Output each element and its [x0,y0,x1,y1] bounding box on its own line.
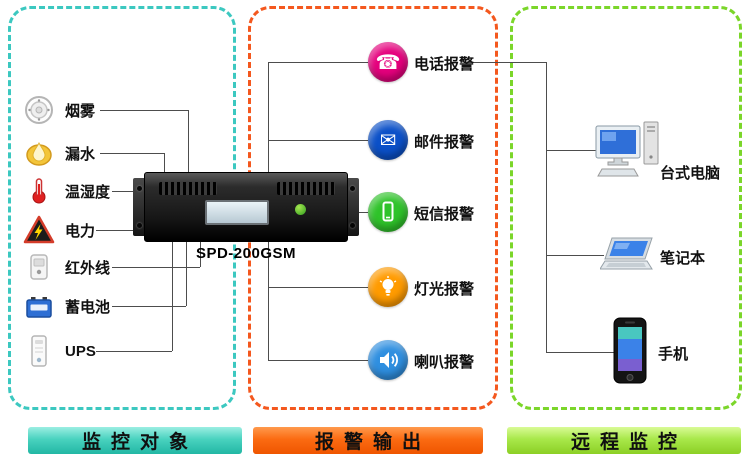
connector-line [467,62,546,63]
alarm-label: 短信报警 [414,206,475,223]
battery-icon [22,289,56,323]
connector-line [164,153,165,177]
screw-hole [350,186,355,191]
vent-grille [277,182,335,195]
desktop-computer-icon [594,120,660,183]
connector-line [172,239,173,351]
screw-hole [137,186,142,191]
sensor-item-power: 电力 [22,213,95,247]
sensor-item-temp-humidity: 温湿度 [22,174,110,208]
rack-ear-left [133,178,146,236]
light-alarm-icon [368,267,408,307]
thermometer-icon [22,174,56,208]
sms-icon [382,201,394,222]
alarm-label: 灯光报警 [414,281,475,298]
sensor-item-water: 漏水 [22,136,95,170]
alarm-label: 喇叭报警 [414,354,475,371]
sensor-label: 红外线 [65,259,111,277]
connector-line [546,352,614,353]
connector-line [268,360,368,361]
sensor-label: 烟雾 [65,102,96,120]
connector-line [100,153,164,154]
connector-line [188,110,189,177]
connector-line [112,191,150,192]
alarm-label: 电话报警 [414,56,475,73]
sensor-label: 漏水 [65,145,96,163]
ups-icon [22,334,56,368]
connector-line [112,267,200,268]
vent-grille [159,182,217,195]
sensor-item-infrared: 红外线 [22,250,110,284]
section-bar-alarm: 报警输出 [253,427,483,454]
email-icon: ✉ [379,128,397,152]
water-leak-icon [22,136,56,170]
laptop-icon [599,236,658,279]
rack-ear-right [346,178,359,236]
sensor-label: 蓄电池 [65,298,111,316]
remote-section-box [510,6,742,410]
connector-line [268,62,368,63]
device-model-label: SPD-200GSM [195,245,297,262]
device-chassis [144,172,348,242]
email-alarm-icon: ✉ [368,120,408,160]
mobile-phone-icon [612,317,648,390]
connector-line [268,140,368,141]
sensor-label: 电力 [65,222,96,240]
screw-hole [137,223,142,228]
connector-line [100,110,188,111]
connector-line [546,255,604,256]
sms-alarm-icon [368,192,408,232]
remote-label: 笔记本 [660,250,706,267]
connector-line [186,239,187,306]
connector-line [268,287,368,288]
sensor-item-battery: 蓄电池 [22,289,110,323]
spd-rack-device [133,172,359,242]
light-bulb-icon [379,276,397,296]
power-warning-icon [22,213,56,247]
section-bar-monitor: 监控对象 [28,427,242,454]
connector-line [268,239,269,360]
connector-line [200,239,201,267]
connector-line [546,62,547,352]
telephone-icon: ☎ [375,50,401,74]
connector-line [268,62,269,177]
connector-line [96,230,150,231]
connector-line [112,306,186,307]
section-bar-remote: 远程监控 [507,427,741,454]
telephone-alarm-icon: ☎ [368,42,408,82]
brand-logo [295,204,306,215]
connector-line [546,150,596,151]
lcd-display [205,200,269,225]
sensor-item-ups: UPS [22,334,96,368]
speaker-icon [380,352,398,368]
remote-label: 台式电脑 [660,165,721,182]
screw-hole [350,223,355,228]
sensor-item-smoke: 烟雾 [22,93,95,127]
infrared-sensor-icon [22,250,56,284]
remote-label: 手机 [658,346,689,363]
alarm-label: 邮件报警 [414,134,475,151]
speaker-alarm-icon [368,340,408,380]
sensor-label: 温湿度 [65,183,111,201]
smoke-detector-icon [22,93,56,127]
connector-line [96,351,172,352]
sensor-label: UPS [65,342,96,360]
